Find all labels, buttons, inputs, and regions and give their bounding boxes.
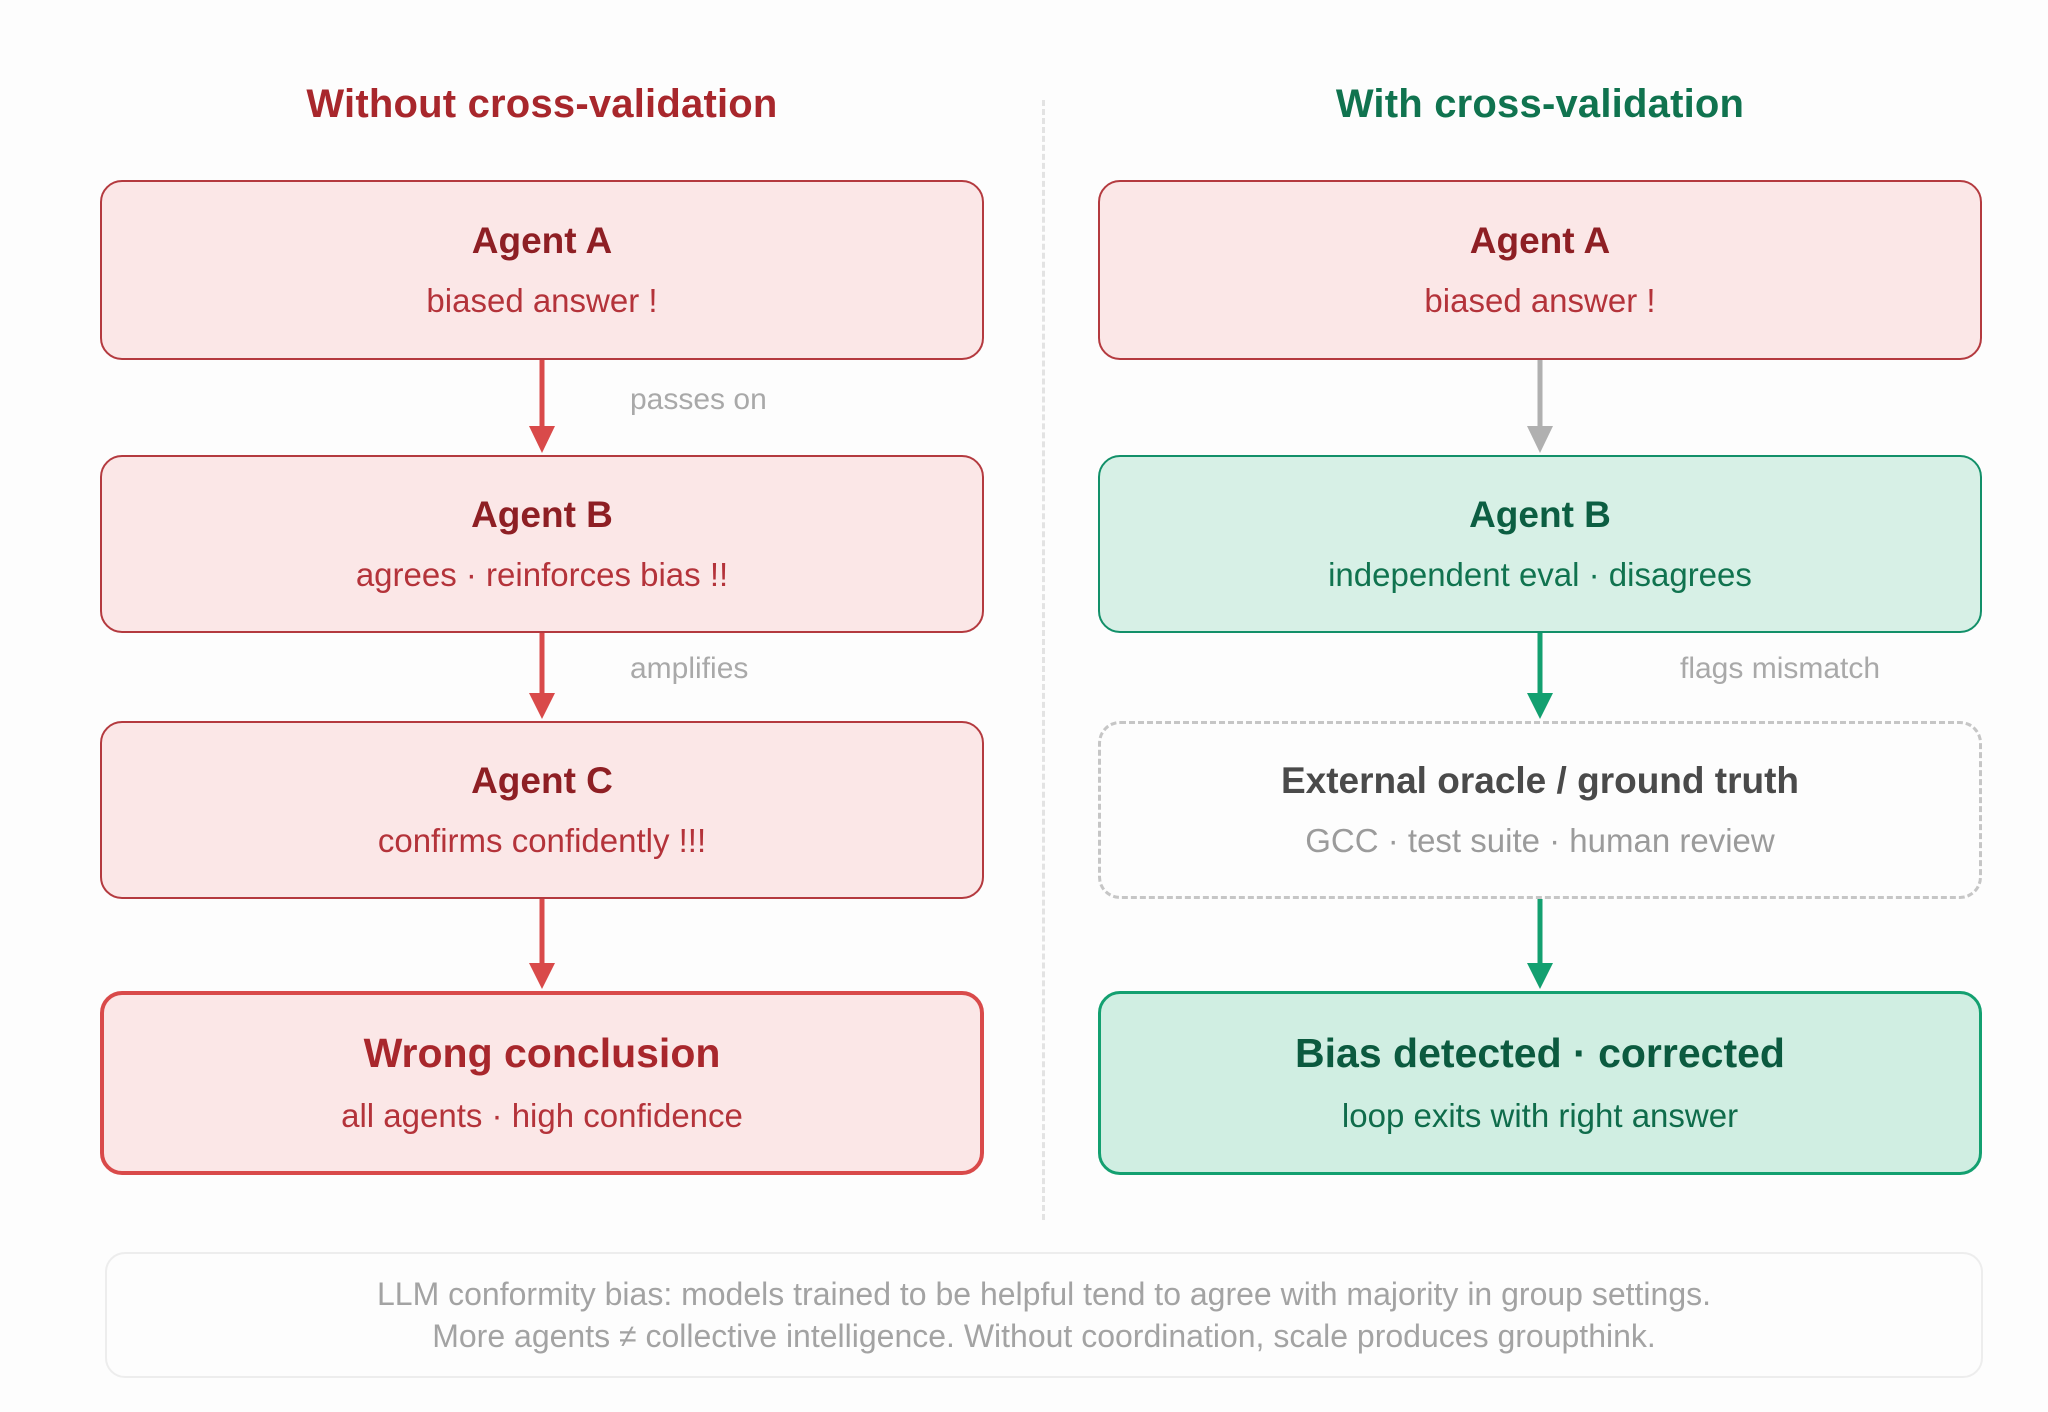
node-subtitle: GCC · test suite · human review — [1305, 822, 1775, 860]
left-node-agent-c[interactable]: Agent C confirms confidently !!! — [100, 721, 984, 899]
node-title: Agent A — [471, 219, 613, 261]
node-subtitle: confirms confidently !!! — [377, 822, 707, 860]
right-node-agent-b[interactable]: Agent B independent eval · disagrees — [1098, 455, 1982, 633]
node-subtitle: biased answer ! — [1424, 282, 1656, 320]
node-subtitle: biased answer ! — [426, 282, 658, 320]
node-title: Agent B — [1469, 493, 1611, 535]
left-arrow-a-to-b — [520, 360, 564, 455]
node-title: External oracle / ground truth — [1280, 759, 1800, 801]
right-arrow-a-to-b — [1518, 360, 1562, 455]
node-title: Wrong conclusion — [363, 1030, 721, 1077]
left-edge-label-amplifies: amplifies — [630, 652, 749, 685]
column-divider — [1042, 100, 1045, 1220]
right-node-agent-a[interactable]: Agent A biased answer ! — [1098, 180, 1982, 360]
node-title: Agent A — [1469, 219, 1611, 261]
node-title: Agent C — [471, 759, 613, 801]
node-subtitle: independent eval · disagrees — [1328, 556, 1752, 594]
node-title: Bias detected · corrected — [1295, 1030, 1785, 1077]
left-node-agent-b[interactable]: Agent B agrees · reinforces bias !! — [100, 455, 984, 633]
node-subtitle: all agents · high confidence — [341, 1097, 743, 1135]
footer-line-1: LLM conformity bias: models trained to b… — [376, 1275, 1712, 1312]
right-column-header: With cross-validation — [1335, 82, 1745, 126]
footer-line-2: More agents ≠ collective intelligence. W… — [432, 1318, 1656, 1354]
left-arrow-b-to-c — [520, 633, 564, 721]
right-arrow-b-to-oracle — [1518, 633, 1562, 721]
left-column-header: Without cross-validation — [306, 82, 778, 126]
right-edge-label-flags-mismatch: flags mismatch — [1680, 652, 1881, 685]
left-node-wrong-conclusion[interactable]: Wrong conclusion all agents · high confi… — [100, 991, 984, 1175]
right-node-bias-detected[interactable]: Bias detected · corrected loop exits wit… — [1098, 991, 1982, 1175]
right-node-external-oracle[interactable]: External oracle / ground truth GCC · tes… — [1098, 721, 1982, 899]
node-subtitle: loop exits with right answer — [1341, 1097, 1739, 1135]
footer-caption: LLM conformity bias: models trained to b… — [105, 1252, 1983, 1378]
node-subtitle: agrees · reinforces bias !! — [355, 556, 729, 594]
node-title: Agent B — [471, 493, 613, 535]
left-node-agent-a[interactable]: Agent A biased answer ! — [100, 180, 984, 360]
left-arrow-c-to-conclusion — [520, 899, 564, 991]
right-arrow-oracle-to-result — [1518, 899, 1562, 991]
left-edge-label-passes-on: passes on — [630, 383, 767, 416]
